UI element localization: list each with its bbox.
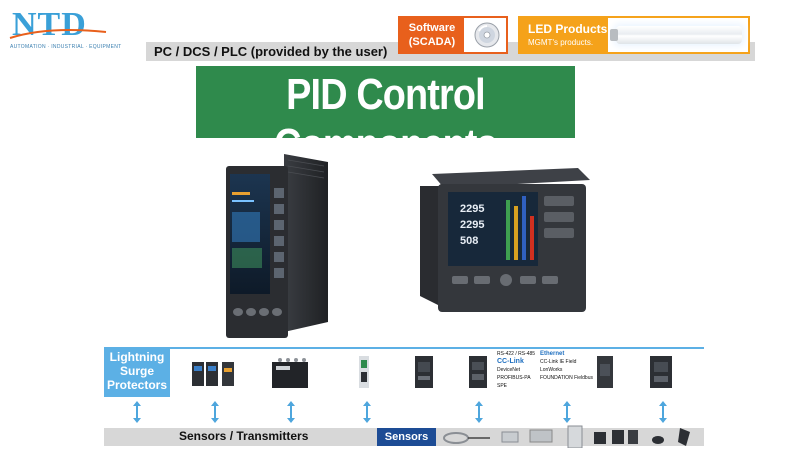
- protocol-profibus-pa: PROFIBUS-PA: [497, 375, 531, 381]
- sensors-transmitters-label: Sensors / Transmitters: [179, 429, 309, 443]
- surge-protector-pair-image: [192, 362, 234, 386]
- software-label-line1: Software: [408, 22, 456, 34]
- pc-dcs-plc-label: PC / DCS / PLC (provided by the user): [154, 44, 388, 59]
- double-arrow-icon: [211, 401, 219, 423]
- svg-text:508: 508: [460, 235, 478, 247]
- sensors-label: Sensors: [377, 428, 436, 446]
- svg-text:2295: 2295: [460, 219, 484, 231]
- software-scada-box: Software (SCADA): [398, 16, 508, 54]
- pid-banner: PID Control Components: [196, 66, 575, 169]
- lightning-surge-protectors-box: Lightning Surge Protectors: [104, 347, 170, 397]
- protocol-devicenet: DeviceNet: [497, 367, 521, 373]
- cd-disc-icon: [474, 22, 500, 48]
- led-tube-cap: [610, 29, 618, 41]
- signal-conditioner-devices: [170, 350, 704, 396]
- software-label-line2: (SCADA): [408, 36, 456, 48]
- pid-controller-tall-image: [226, 154, 328, 338]
- protocol-cc-link-ie-field: CC-Link IE Field: [540, 359, 577, 365]
- sensor-products-image: [443, 425, 690, 448]
- protocol-lonworks: LonWorks: [540, 367, 563, 373]
- double-arrow-icon: [475, 401, 483, 423]
- double-arrow-icon: [287, 401, 295, 423]
- device-row-divider: [104, 347, 704, 397]
- led-subtitle: MGMT's products.: [528, 38, 594, 47]
- led-tube-image: [610, 26, 742, 44]
- double-arrow-icon: [659, 401, 667, 423]
- surge-protector-block-image: [272, 358, 308, 388]
- signal-conditioner-3-image: [597, 356, 613, 388]
- pid-controller-square-image: 2295 2295 508: [420, 168, 590, 312]
- din-rail-surge-image: [359, 356, 369, 388]
- protocol-ethernet: Ethernet: [540, 351, 565, 357]
- double-arrow-icon: [133, 401, 141, 423]
- led-title: LED Products: [528, 22, 608, 36]
- communication-protocols-col2: Ethernet CC-Link IE Field LonWorks FOUND…: [540, 350, 610, 396]
- signal-conditioner-4-image: [650, 356, 672, 388]
- sensors-transmitters-bar: Sensors / Transmitters Sensors: [104, 428, 704, 446]
- lsp-line2: Surge: [119, 364, 154, 378]
- double-arrow-icon: [563, 401, 571, 423]
- lsp-line1: Lightning: [109, 350, 165, 364]
- ntd-logo: NTD AUTOMATION · INDUSTRIAL · EQUIPMENT: [8, 4, 121, 54]
- logo-tagline: AUTOMATION · INDUSTRIAL · EQUIPMENT: [10, 44, 122, 50]
- communication-protocols-col1: RS-422 / RS-485 CC-Link DeviceNet PROFIB…: [497, 350, 587, 396]
- led-label: LED Products MGMT's products.: [520, 18, 608, 52]
- protocol-spe: SPE: [497, 383, 508, 389]
- protocol-rs422-485: RS-422 / RS-485: [497, 351, 536, 357]
- signal-conditioner-1-image: [415, 356, 433, 388]
- protocol-foundation-fieldbus: FOUNDATION Fieldbus: [540, 375, 593, 381]
- logo-swoosh-icon: [9, 29, 107, 39]
- logo-text: NTD: [12, 6, 87, 43]
- software-label: Software (SCADA): [400, 18, 464, 52]
- svg-text:2295: 2295: [460, 203, 484, 215]
- lsp-line3: Protectors: [106, 378, 168, 392]
- double-arrow-icon: [363, 401, 371, 423]
- protocol-cc-link: CC-Link: [497, 358, 524, 365]
- signal-conditioner-2-image: [469, 356, 487, 388]
- led-products-box: LED Products MGMT's products.: [518, 16, 750, 54]
